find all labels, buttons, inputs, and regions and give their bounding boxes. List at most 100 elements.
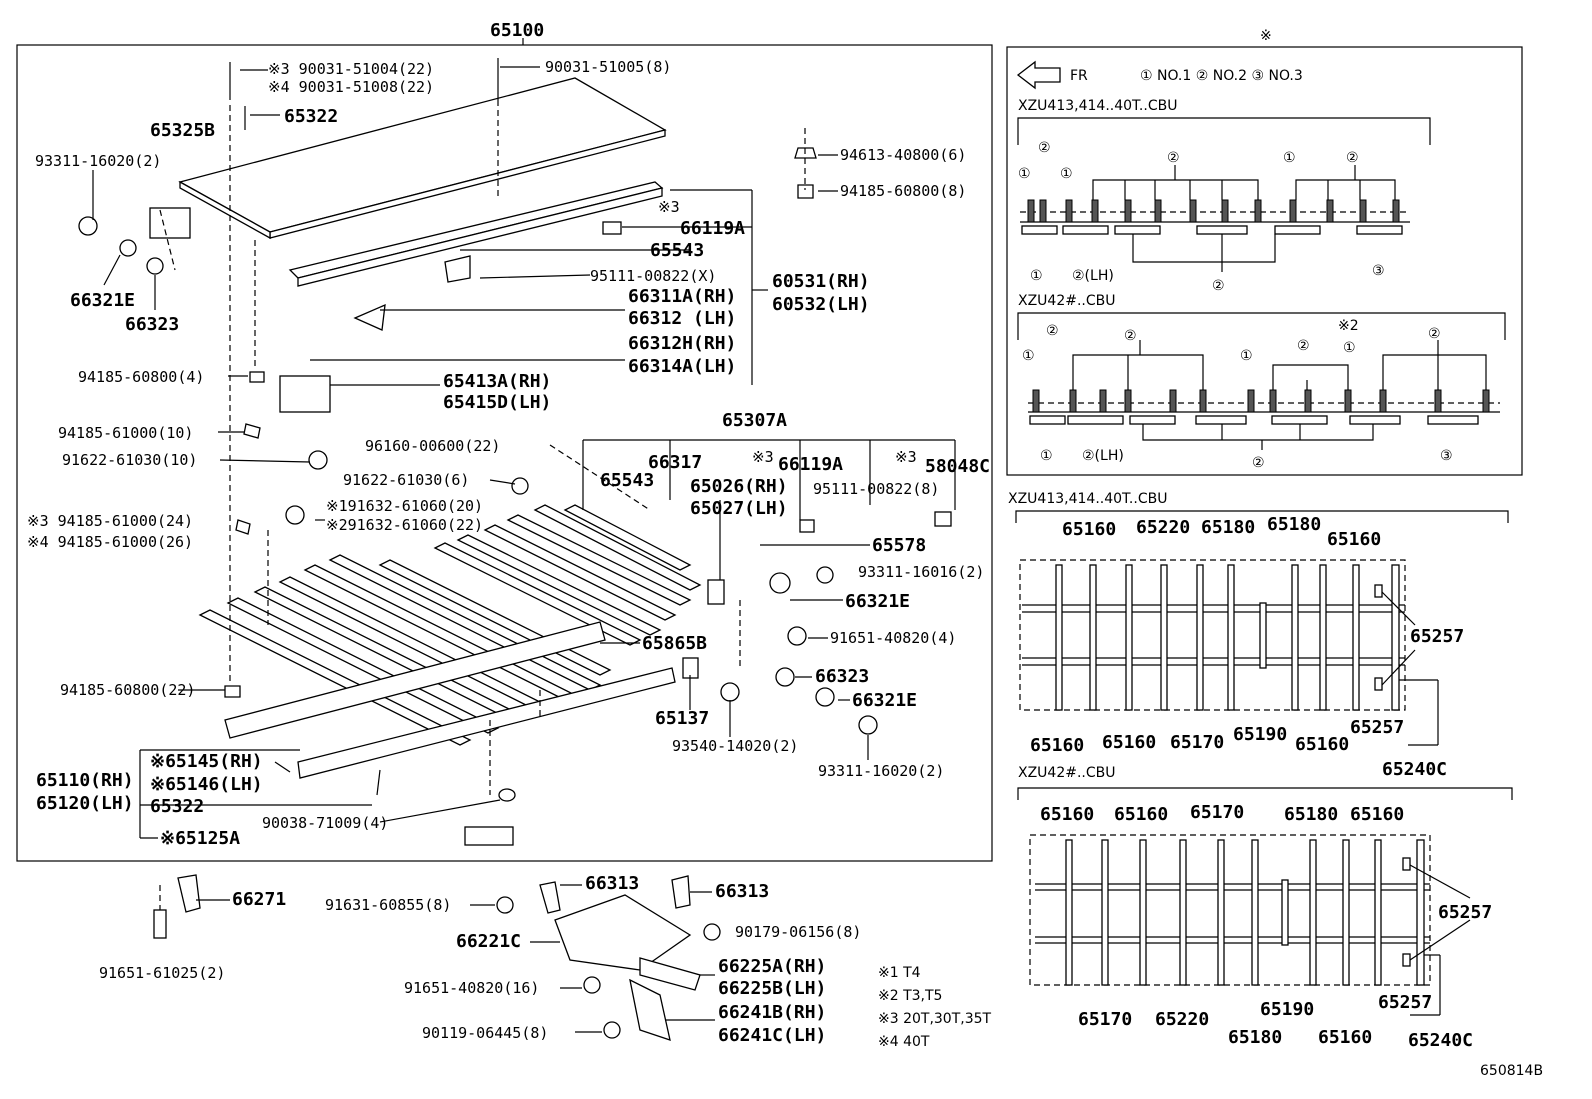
- label: 93311-16016(2): [858, 563, 984, 581]
- label: 65160: [1350, 804, 1404, 825]
- callout: ①: [1030, 268, 1043, 284]
- key-mid-model: XZU413,414..40T..CBU: [1008, 491, 1167, 507]
- label: 60531(RH): [772, 271, 870, 292]
- label: ※3: [752, 448, 774, 466]
- label: 65180: [1267, 514, 1321, 535]
- label: 91651-40820(16): [404, 979, 539, 997]
- label: 65190: [1260, 999, 1314, 1020]
- label: 66321E: [845, 591, 910, 612]
- label: 66323: [815, 666, 869, 687]
- bolts: [229, 58, 499, 796]
- label: 65220: [1155, 1009, 1209, 1030]
- label: 90031-51005(8): [545, 58, 671, 76]
- label: 66313: [585, 873, 639, 894]
- label: 93540-14020(2): [672, 737, 798, 755]
- label: 66317: [648, 452, 702, 473]
- figure-code: 650814B: [1480, 1063, 1543, 1079]
- label: 65543: [650, 240, 704, 261]
- callout: ③: [1372, 263, 1385, 279]
- note: ※1 T4: [878, 965, 921, 981]
- callout: ②: [1428, 326, 1441, 342]
- label: ※4 94185-61000(26): [27, 533, 193, 551]
- label: 91622-61030(6): [343, 471, 469, 489]
- callout: ②: [1046, 323, 1059, 339]
- fr-arrow-icon: [1016, 60, 1061, 90]
- label: 65413A(RH): [443, 371, 551, 392]
- label: 65257: [1410, 626, 1464, 647]
- label: ※191632-61060(20): [326, 497, 483, 515]
- main-title: 65100: [490, 20, 544, 41]
- label: 94613-40800(6): [840, 146, 966, 164]
- key-top: FR ① NO.1 ② NO.2 ③ NO.3 XZU413,414..40T.…: [1016, 60, 1506, 471]
- label: 65110(RH): [36, 770, 134, 791]
- note: ※3 20T,30T,35T: [878, 1011, 992, 1027]
- label: ※4 90031-51008(22): [268, 78, 434, 96]
- label: 65240C: [1382, 759, 1447, 780]
- label: 91651-40820(4): [830, 629, 956, 647]
- label: ※65146(LH): [150, 774, 263, 795]
- label: 65257: [1350, 717, 1404, 738]
- callout: ①: [1283, 150, 1296, 166]
- label: 65170: [1170, 732, 1224, 753]
- key-mid: XZU413,414..40T..CBU 65160 65220: [1008, 491, 1509, 780]
- callout: ①: [1240, 348, 1253, 364]
- footnotes: ※1 T4 ※2 T3,T5 ※3 20T,30T,35T ※4 40T: [878, 965, 992, 1050]
- label: 65160: [1114, 804, 1168, 825]
- note: ※2 T3,T5: [878, 988, 942, 1004]
- label: 66119A: [778, 454, 843, 475]
- label: 65240C: [1408, 1030, 1473, 1051]
- label: 91651-61025(2): [99, 964, 225, 982]
- label: 91631-60855(8): [325, 896, 451, 914]
- callout: ②: [1297, 338, 1310, 354]
- label: ※3: [658, 198, 680, 216]
- label: ※3 94185-61000(24): [27, 512, 193, 530]
- label: 65307A: [722, 410, 787, 431]
- label: 65257: [1378, 992, 1432, 1013]
- callout: ①: [1018, 166, 1031, 182]
- callout: ※2: [1338, 318, 1359, 334]
- label: 66323: [125, 314, 179, 335]
- label: 65170: [1078, 1009, 1132, 1030]
- note: ※4 40T: [878, 1034, 930, 1050]
- label: 66119A: [680, 218, 745, 239]
- label: 90038-71009(4): [262, 814, 388, 832]
- key-top-frame: [1006, 46, 1523, 476]
- label: 66321E: [852, 690, 917, 711]
- label: 66241C(LH): [718, 1025, 826, 1046]
- key-legend: ① NO.1 ② NO.2 ③ NO.3: [1140, 68, 1303, 84]
- label: 65543: [600, 470, 654, 491]
- small-parts: [78, 147, 952, 846]
- label: 65160: [1040, 804, 1094, 825]
- label: ※3: [895, 448, 917, 466]
- label: 94185-61000(10): [58, 424, 193, 442]
- label: 66311A(RH): [628, 286, 736, 307]
- label: 65578: [872, 535, 926, 556]
- label: 65180: [1201, 517, 1255, 538]
- callout: ②: [1252, 455, 1265, 471]
- side-sill: [288, 181, 664, 287]
- label: ※65145(RH): [150, 751, 263, 772]
- key-bot-members: [1065, 839, 1425, 986]
- callout: ①: [1022, 348, 1035, 364]
- label: 94185-60800(8): [840, 182, 966, 200]
- label: 66321E: [70, 290, 135, 311]
- fender-parts: [153, 874, 721, 1041]
- deck-board: [178, 77, 667, 240]
- label: ※65125A: [160, 828, 240, 849]
- key-b-posts: [1032, 389, 1490, 413]
- label: 66225B(LH): [718, 978, 826, 999]
- key-a-blocks: [1021, 225, 1403, 235]
- label: 65160: [1327, 529, 1381, 550]
- label: 65865B: [642, 633, 707, 654]
- fr-label: FR: [1070, 68, 1088, 84]
- label: 66312 (LH): [628, 308, 736, 329]
- label: 65180: [1228, 1027, 1282, 1048]
- label: 65120(LH): [36, 793, 134, 814]
- part-labels: ※3 90031-51004(22) ※4 90031-51008(22) 90…: [27, 58, 990, 1046]
- label: 94185-60800(4): [78, 368, 204, 386]
- label: 93311-16020(2): [818, 762, 944, 780]
- label: ※291632-61060(22): [326, 516, 483, 534]
- label: 65322: [284, 106, 338, 127]
- label: 65415D(LH): [443, 392, 551, 413]
